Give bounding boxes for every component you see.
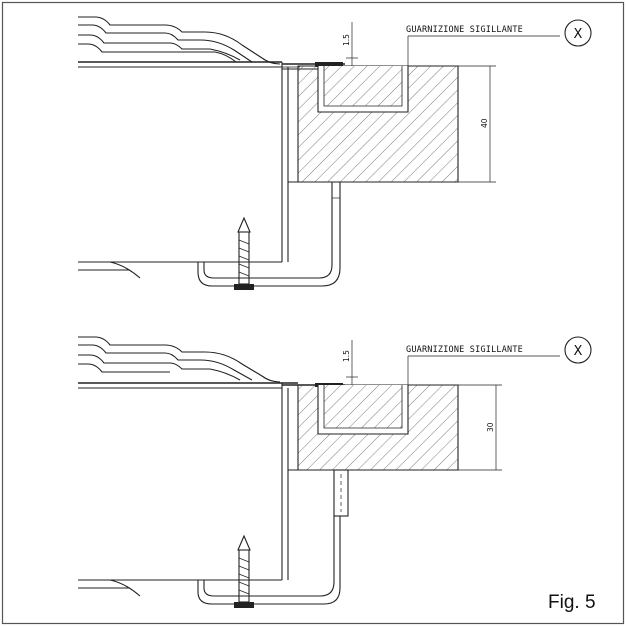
dim-small-bottom: 1.5 [342,340,358,385]
gasket-callout: GUARNIZIONE SIGILLANTE X [406,336,592,385]
gasket-label: GUARNIZIONE SIGILLANTE [406,25,523,35]
hob-top-profile [78,16,281,65]
dim-height-bottom: 30 [458,384,502,471]
worktop-section [297,384,459,471]
hob-body [78,61,300,279]
hob-body [78,382,298,597]
gasket-label: GUARNIZIONE SIGILLANTE [406,345,523,355]
marker-circle [564,336,592,364]
dim-height-text: 40 [480,118,489,128]
dim-small-top: 1.5 [342,22,358,66]
panel-top: 1.5 GUARNIZIONE SIGILLANTE X 40 [78,16,592,290]
marker-text: X [574,344,583,359]
panel-bottom: 1.5 GUARNIZIONE SIGILLANTE X 30 [78,336,592,608]
marker-text: X [574,27,583,42]
marker-circle [564,19,592,47]
gasket-callout: GUARNIZIONE SIGILLANTE X [406,19,592,66]
dim-small-text: 1.5 [342,350,351,362]
dim-height-text: 30 [486,422,495,432]
fixing-bracket [197,181,341,287]
figure-label: Fig. 5 [548,592,596,613]
hob-top-profile [78,336,281,383]
dim-small-text: 1.5 [342,34,351,46]
screw [234,216,254,290]
dim-height-top: 40 [458,65,496,183]
spacer-bracket [197,469,349,605]
screw [234,534,254,608]
worktop-section [297,65,459,183]
